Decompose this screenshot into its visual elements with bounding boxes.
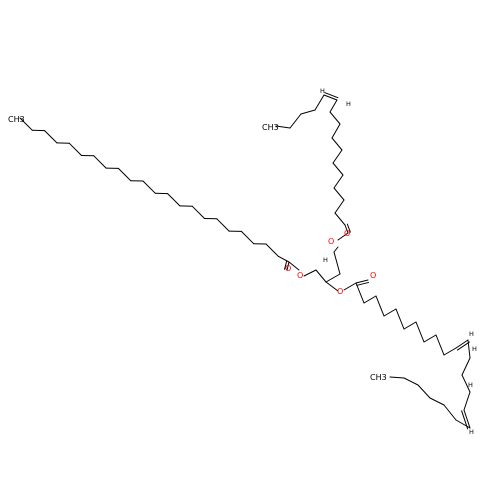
hydrogen-label-bottom-b: H	[469, 428, 474, 436]
right-tail-bond-2	[429, 397, 445, 406]
top-carbonyl-double-second	[346, 223, 351, 233]
left-chain-bond-6	[93, 155, 107, 169]
top-chain-bond-3	[333, 174, 344, 189]
left-chain-bond-8	[117, 167, 132, 182]
oxygen-label-ester-top: O	[328, 237, 334, 246]
methyl-label-bottom: CH3	[370, 373, 387, 382]
left-ester-bond	[288, 261, 300, 271]
right-carbonyl-double-second	[356, 281, 370, 286]
top-cis-double	[323, 94, 338, 101]
left-chain-bond-14	[191, 205, 205, 219]
top-chain-bond-8	[329, 111, 341, 125]
right-tail-bond-1	[443, 404, 457, 421]
left-chain-bond-20	[265, 243, 279, 257]
top-chain-bond-4	[332, 162, 344, 176]
top-chain-bond-0	[334, 212, 346, 226]
right-cis-double-second	[456, 341, 470, 351]
right-ester-bond	[343, 282, 357, 291]
right-chain-bond-7	[423, 334, 437, 343]
glycerol-c2	[325, 273, 341, 283]
top-tail-bond-1	[300, 109, 316, 115]
left-chain-to-carbonyl	[277, 255, 290, 263]
oxygen-label-ester-right: O	[337, 287, 343, 296]
atom-label-layer: CH3 CH3 CH3 O O O O O O H H H H H H H	[8, 87, 477, 436]
right-mid-bond-0	[467, 339, 471, 359]
right-tail-bond-3	[417, 384, 431, 399]
left-chain-bond-18	[240, 230, 255, 245]
oxygen-label-ester-left: O	[297, 271, 303, 280]
methyl-label-left: CH3	[8, 115, 25, 124]
left-carbonyl-double-second	[284, 260, 288, 270]
top-carbonyl-double	[344, 224, 349, 234]
right-chain-bond-8	[435, 334, 445, 356]
top-chain-bond-1	[334, 199, 345, 214]
top-tail-bond-3	[275, 125, 291, 129]
right-chain-bond-9	[443, 347, 457, 356]
right-tail-bond-4	[403, 377, 419, 386]
top-cis-double-second	[324, 92, 339, 99]
top-chain-bond-5	[332, 149, 343, 164]
right-chain-bond-4	[395, 308, 405, 330]
left-chain-bond-4	[68, 142, 82, 156]
hydrogen-label-bottom-a: H	[468, 381, 473, 389]
oxygen-label-carbonyl-left: O	[285, 264, 291, 273]
hydrogen-label-right-a: H	[469, 330, 474, 338]
glycerol-to-right-ester	[325, 281, 339, 292]
right-tail-bond-0	[455, 419, 471, 429]
top-chain-bond-9	[329, 99, 338, 113]
top-chain-bond-6	[331, 137, 343, 151]
hydrogen-label-right-b: H	[472, 345, 477, 353]
glycerol-to-top-ester	[333, 246, 339, 253]
right-mid-bond-1	[461, 357, 471, 376]
hydrogen-label-stereocenter: H	[323, 256, 328, 264]
oxygen-label-carbonyl-right: O	[370, 271, 376, 280]
glycerol-c1	[315, 269, 327, 283]
glycerol-c3	[333, 251, 341, 275]
right-chain-bond-1	[363, 295, 377, 304]
top-tail-bond-2	[289, 113, 302, 129]
right-tail-bond-5	[389, 376, 405, 379]
right-chain-bond-2	[375, 295, 385, 317]
bond-layer	[19, 92, 471, 430]
left-chain-bond-16	[216, 218, 230, 232]
left-carbonyl-double	[286, 261, 290, 271]
right-chain-bond-6	[415, 321, 425, 343]
right-second-cis-double	[463, 409, 471, 429]
left-chain-bond-2	[44, 130, 58, 144]
right-cis-double	[455, 339, 469, 349]
right-chain-bond-0	[355, 282, 365, 304]
left-chain-bond-12	[167, 193, 181, 207]
right-chain-bond-3	[383, 308, 397, 317]
top-ester-bond	[337, 232, 349, 241]
glycerol-ester-left	[303, 269, 317, 277]
top-chain-bond-7	[331, 123, 341, 139]
methyl-label-top: CH3	[262, 123, 279, 132]
top-tail-bond-0	[314, 94, 325, 111]
left-chain-bond-0	[19, 117, 33, 131]
left-chain-bond-10	[142, 180, 156, 194]
right-mid-bond-3	[463, 391, 471, 411]
hydrogen-label-top-a: H	[320, 87, 325, 95]
hydrogen-label-top-b: H	[346, 100, 351, 108]
top-chain-bond-2	[333, 187, 345, 201]
right-carbonyl-double	[355, 279, 369, 284]
right-chain-bond-5	[403, 321, 417, 330]
oxygen-label-carbonyl-top: O	[344, 229, 350, 238]
right-mid-bond-2	[461, 374, 471, 393]
